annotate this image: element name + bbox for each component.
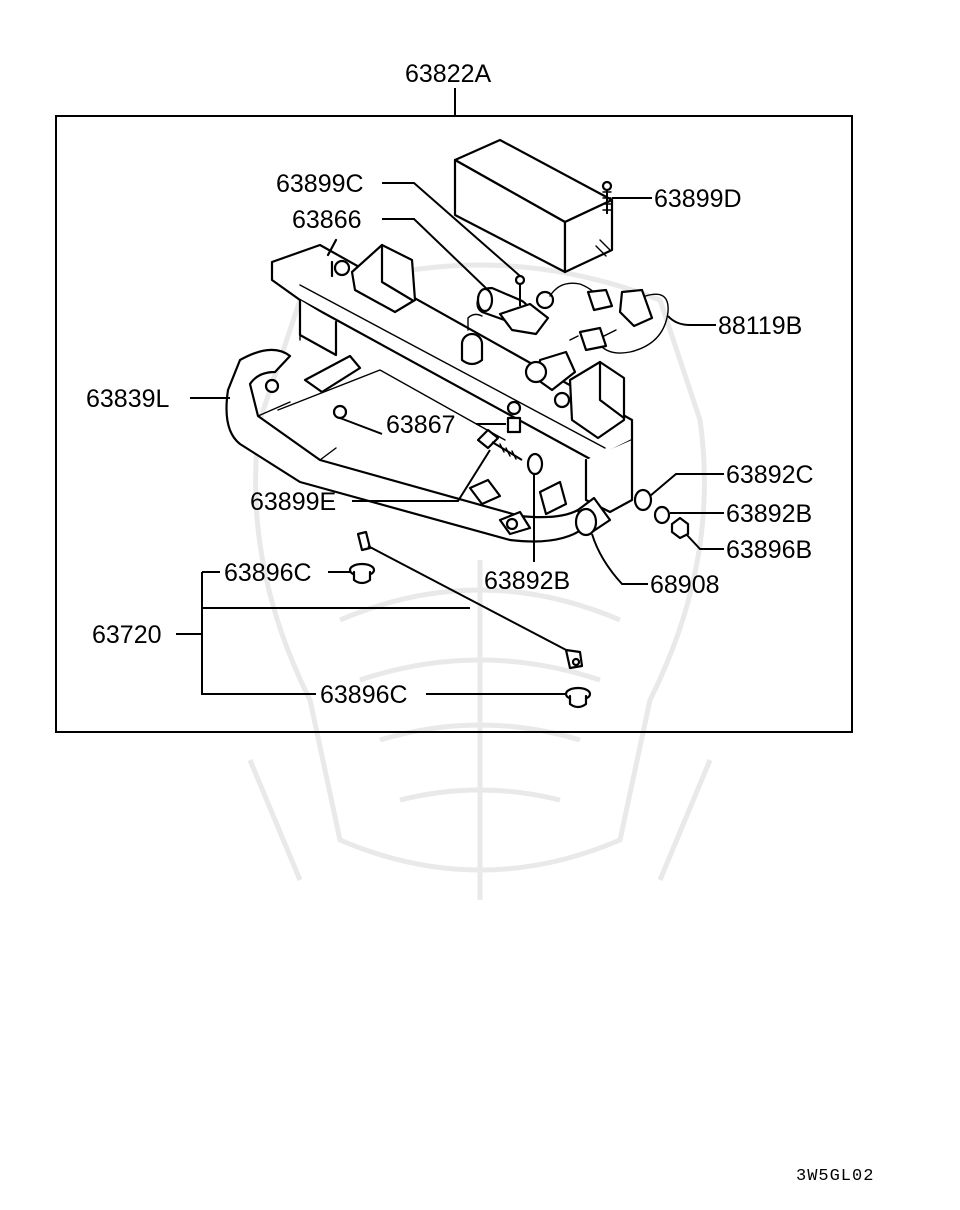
washer-63892b-right-part bbox=[653, 505, 671, 525]
bolt-63899c-part bbox=[514, 274, 526, 306]
rod-63720-part bbox=[356, 530, 584, 670]
label-63899d: 63899D bbox=[654, 185, 742, 213]
tube-bracket-63839l-part bbox=[225, 348, 586, 543]
diagram-code: 3W5GL02 bbox=[796, 1167, 874, 1186]
rail-block-right-part bbox=[524, 350, 626, 440]
label-63896b: 63896B bbox=[726, 536, 812, 564]
label-63867: 63867 bbox=[386, 411, 456, 439]
nut-63896b-part bbox=[670, 516, 690, 540]
label-63896c-lower: 63896C bbox=[320, 681, 408, 709]
cover-box-part bbox=[453, 138, 614, 274]
clip-63896c-upper-part bbox=[348, 562, 376, 585]
filter-canister-part bbox=[460, 286, 555, 366]
washer-63892b-lower-part bbox=[526, 452, 544, 476]
label-63866: 63866 bbox=[292, 206, 362, 234]
label-63899c: 63899C bbox=[276, 170, 364, 198]
label-63892c: 63892C bbox=[726, 461, 814, 489]
bolt-63899e-part bbox=[476, 428, 523, 461]
harness-88119b-part bbox=[549, 282, 669, 354]
spacer-63867-part bbox=[506, 400, 522, 434]
frame-rail-part bbox=[270, 238, 634, 514]
label-63899e: 63899E bbox=[250, 488, 336, 516]
watermark-emblem bbox=[247, 262, 713, 900]
rail-block-left-part bbox=[333, 243, 417, 314]
washer-63892c-part bbox=[633, 488, 653, 512]
bolt-63899d-part bbox=[601, 180, 613, 214]
label-63839l: 63839L bbox=[86, 385, 170, 413]
label-63896c-upper: 63896C bbox=[224, 559, 312, 587]
label-68908: 68908 bbox=[650, 571, 720, 599]
clip-63896c-lower-part bbox=[564, 686, 592, 709]
leader-lines bbox=[176, 182, 724, 695]
hose-68908-part bbox=[574, 496, 612, 537]
label-88119b: 88119B bbox=[718, 312, 802, 340]
label-63720: 63720 bbox=[92, 621, 162, 649]
label-63892b-lower: 63892B bbox=[484, 567, 570, 595]
label-63892b-right: 63892B bbox=[726, 500, 812, 528]
label-63822a: 63822A bbox=[405, 60, 492, 88]
